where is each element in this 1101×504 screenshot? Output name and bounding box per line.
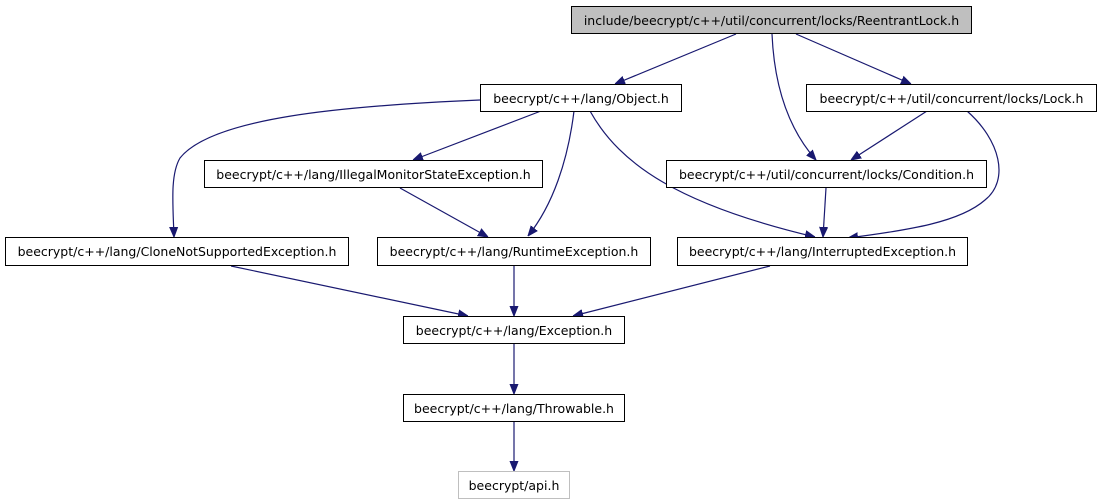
edge-condition-to-interruptedexception [823,187,826,237]
edge-object-to-illegalmonitor [413,110,542,160]
node-illegalmonitorstateexception[interactable]: beecrypt/c++/lang/IllegalMonitorStateExc… [204,160,543,188]
node-runtimeexception[interactable]: beecrypt/c++/lang/RuntimeException.h [377,237,651,266]
edge-reentrantlock-to-condition [771,33,816,160]
node-lock[interactable]: beecrypt/c++/util/concurrent/locks/Lock.… [806,84,1097,112]
node-clonenotsupportedexception[interactable]: beecrypt/c++/lang/CloneNotSupportedExcep… [5,237,349,266]
edge-lock-to-condition [851,110,928,160]
dependency-edges [173,33,1000,471]
node-api: beecrypt/api.h [458,471,570,499]
edge-object-to-interruptedexception [589,110,815,237]
node-interruptedexception[interactable]: beecrypt/c++/lang/InterruptedException.h [677,237,968,266]
node-object[interactable]: beecrypt/c++/lang/Object.h [480,84,682,112]
edge-object-to-clonenotsupported [173,99,481,237]
node-throwable[interactable]: beecrypt/c++/lang/Throwable.h [403,394,625,422]
edge-clonenotsupported-to-exception [230,265,468,316]
edge-lock-to-interruptedexception [848,110,1000,238]
edge-reentrantlock-to-lock [795,33,911,85]
node-exception[interactable]: beecrypt/c++/lang/Exception.h [403,316,625,344]
node-condition[interactable]: beecrypt/c++/util/concurrent/locks/Condi… [666,160,987,188]
edge-object-to-runtimeexception [528,110,575,236]
edge-interruptedexception-to-exception [573,265,771,316]
edge-reentrantlock-to-object [615,33,737,85]
edge-illegalmonitor-to-runtimeexception [399,187,488,237]
node-reentrantlock: include/beecrypt/c++/util/concurrent/loc… [571,6,972,34]
